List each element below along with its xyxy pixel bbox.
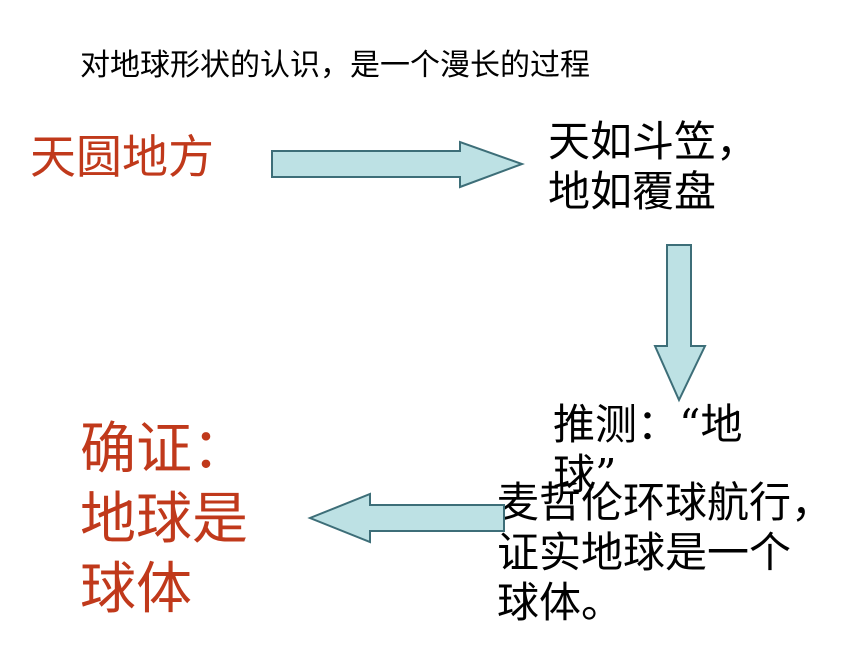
stage-3-line-2: 球” <box>553 450 617 499</box>
arrow-left-icon <box>307 492 505 544</box>
stage-1-text: 天圆地方 <box>30 130 214 184</box>
stage-2-line-1: 天如斗笠， <box>548 117 759 166</box>
stage-5-line-1: 确证： <box>80 417 248 482</box>
stage-5-line-3: 球体 <box>80 557 192 622</box>
stage-4-line-1: 麦哲伦环球航行， <box>497 478 834 527</box>
stage-4-line-3: 球体。 <box>497 578 624 627</box>
stage-2-text: 天如斗笠， 地如覆盘 <box>548 117 798 217</box>
stage-1-line: 天圆地方 <box>30 130 214 184</box>
stage-2-line-2: 地如覆盘 <box>548 167 717 216</box>
stage-4-text: 麦哲伦环球航行， 证实地球是一个 球体。 <box>497 478 857 628</box>
stage-4-line-2: 证实地球是一个 <box>497 528 792 577</box>
stage-3-line-1: 推测：“地 <box>553 400 743 449</box>
arrow-down-icon <box>653 244 707 403</box>
stage-5-line-2: 地球是 <box>80 487 248 552</box>
stage-5-text: 确证： 地球是 球体 <box>80 415 300 625</box>
stage-3-text: 推测：“地 球” <box>553 400 803 500</box>
slide-title: 对地球形状的认识，是一个漫长的过程 <box>80 48 590 83</box>
arrow-right-icon <box>271 140 525 189</box>
